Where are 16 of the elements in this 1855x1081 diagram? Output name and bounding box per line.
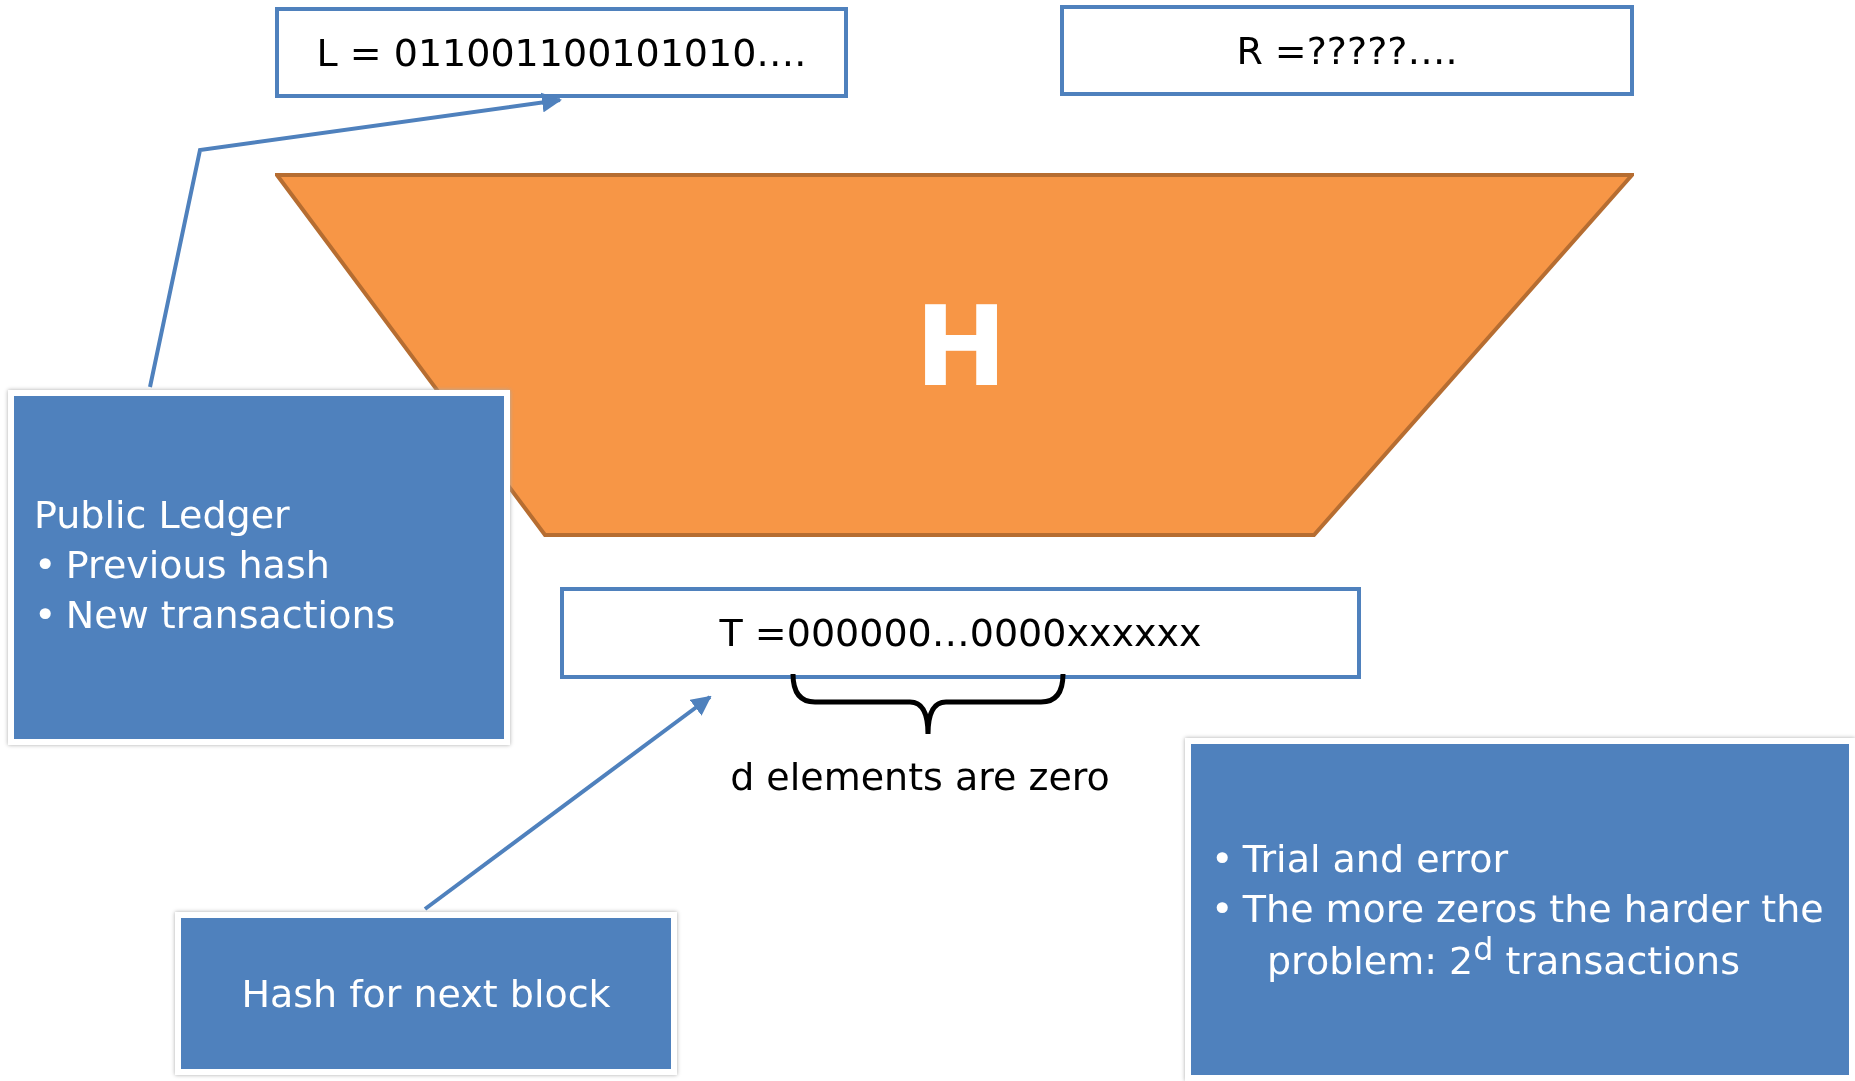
box-heading: Public Ledger [34,492,291,537]
value-text: L = 011001100101010…. [316,30,807,75]
value-text: T =000000…0000xxxxxx [719,611,1202,655]
annotation-text: d elements are zero [729,755,1111,799]
text-box [1060,5,1634,96]
value-text: R =?????…. [1236,28,1458,73]
bullet-item: • New transactions [34,592,397,637]
text-box [275,7,848,98]
bullet-item: • The more zeros the harder the problem: 2$^{d}$ transactions [1211,886,1825,983]
text-box [560,587,1361,679]
bullet-item: • Trial and error [1211,836,1510,881]
box-text: Hash for next block [240,971,612,1016]
arrow [148,92,562,388]
function-letter: H [915,283,1008,411]
arrow [423,695,712,911]
bullet-item: • Previous hash [34,542,331,587]
